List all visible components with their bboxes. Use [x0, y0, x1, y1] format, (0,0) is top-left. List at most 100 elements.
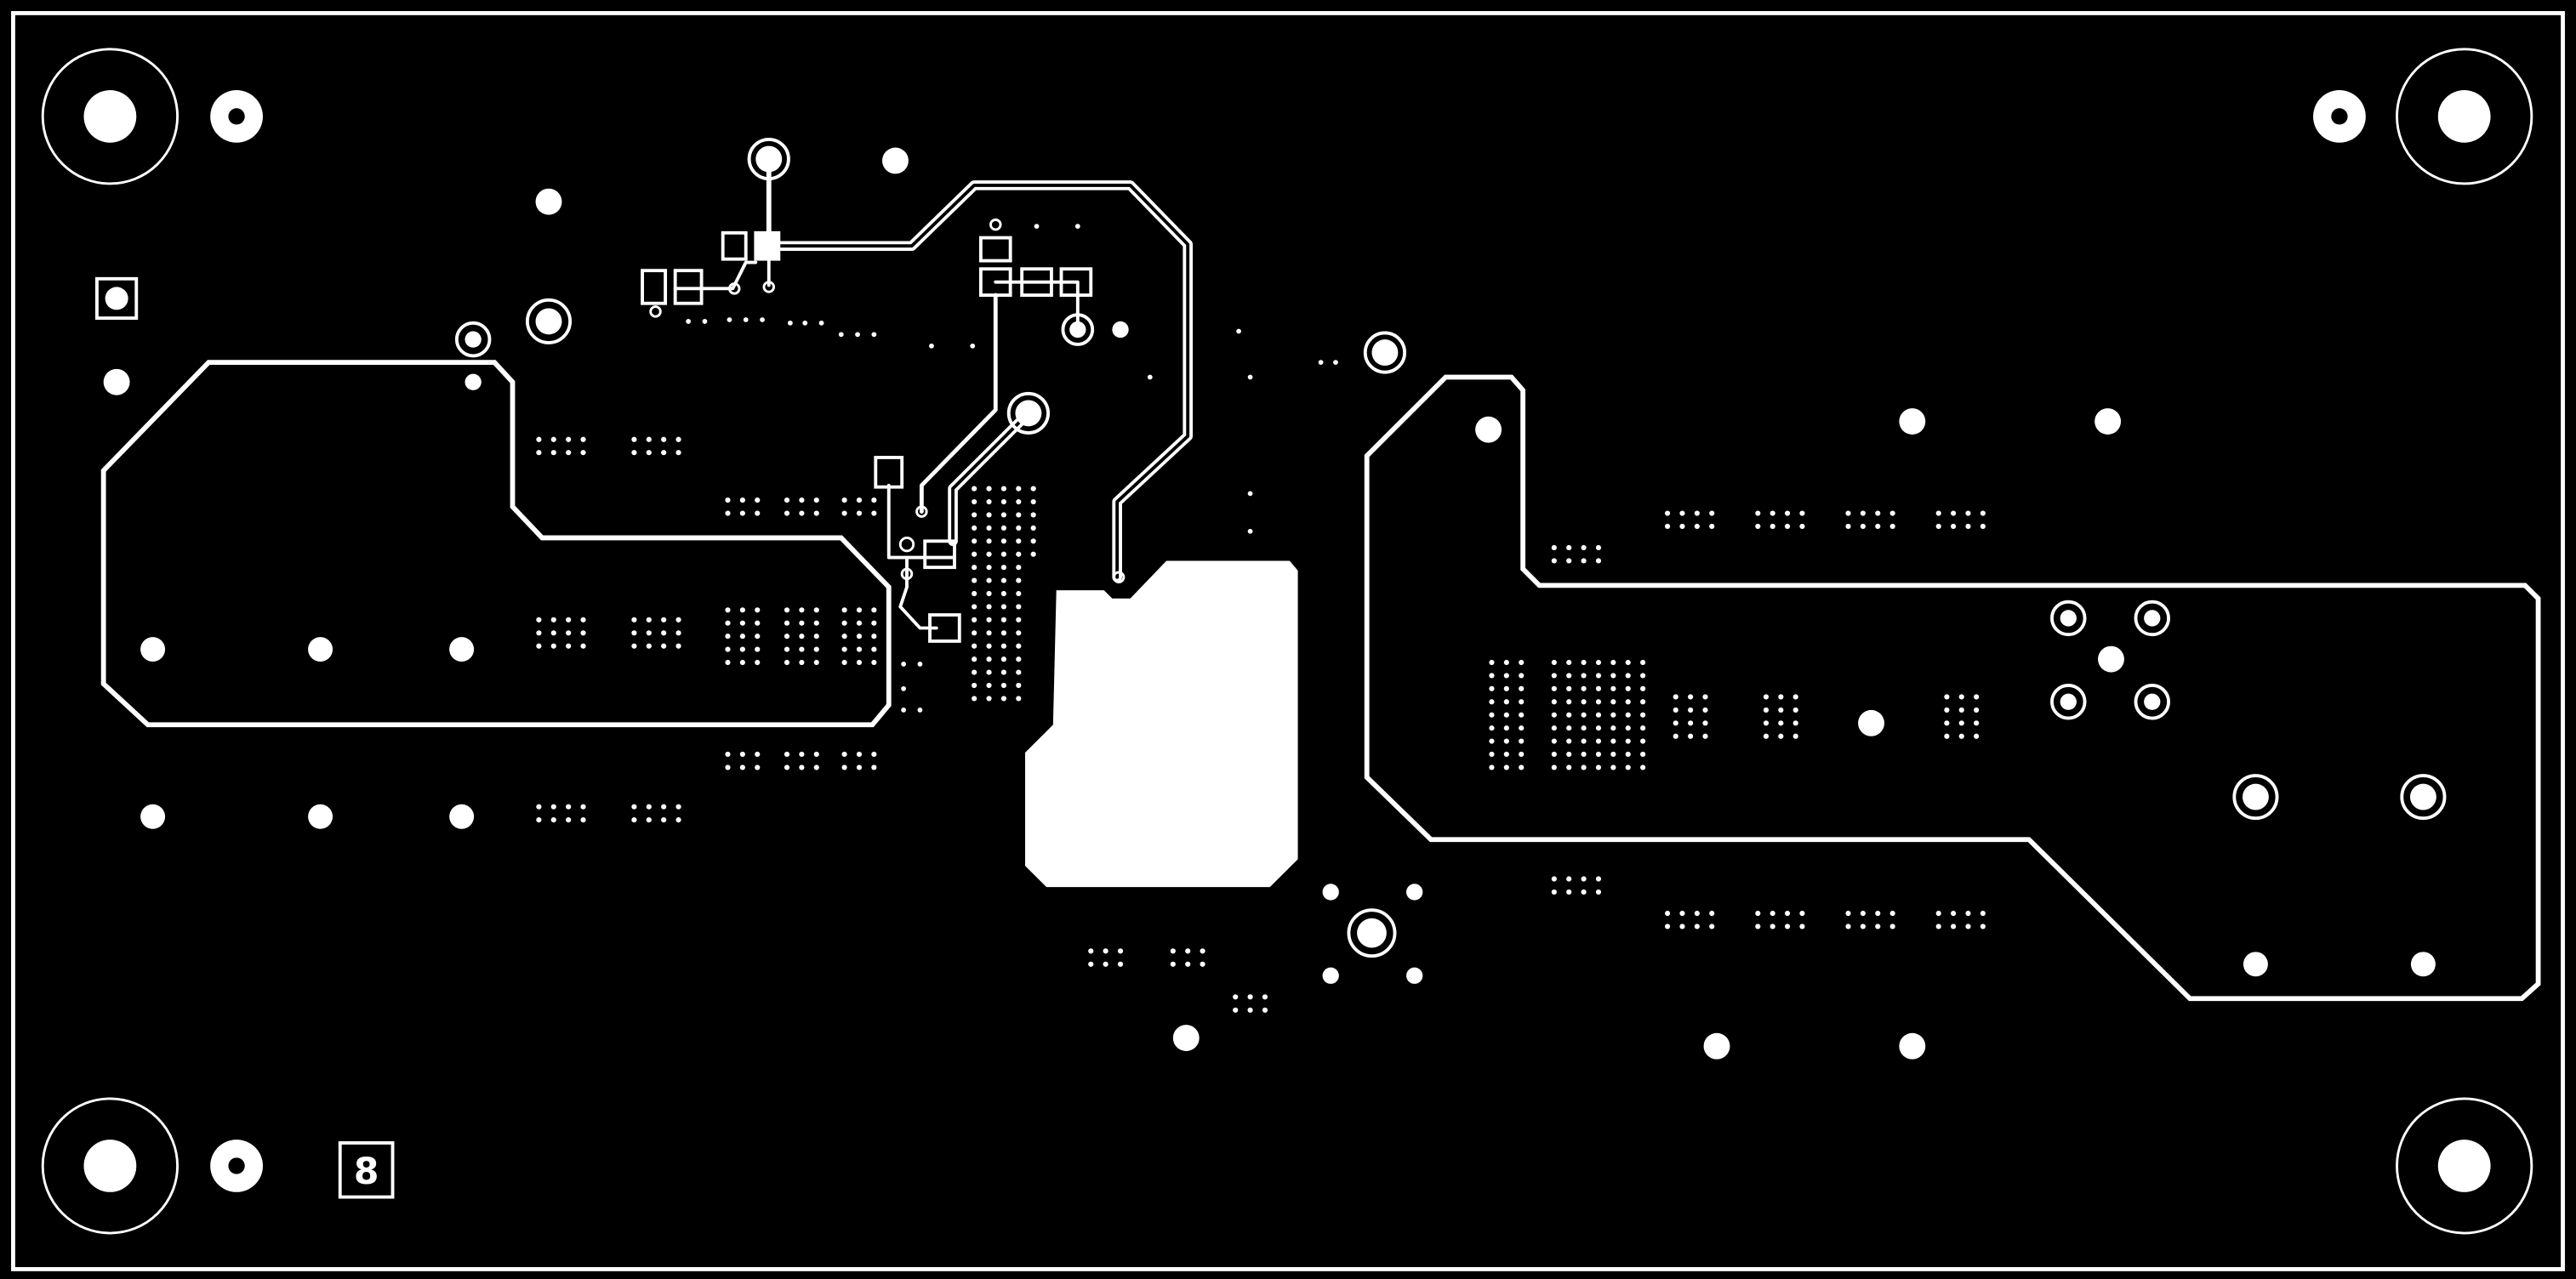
stitching-via [631, 630, 637, 636]
stitching-via [739, 510, 745, 516]
stitching-via [1016, 682, 1022, 689]
stitching-via [841, 765, 847, 770]
stitching-via [1117, 961, 1124, 967]
via [449, 804, 475, 829]
stitching-via [986, 643, 992, 649]
stitching-via [661, 630, 667, 636]
stitching-via [1799, 510, 1805, 516]
stitching-via [1784, 924, 1791, 929]
stitching-via [1489, 699, 1495, 705]
stitching-via [784, 497, 790, 503]
stitching-via [1702, 720, 1708, 726]
stitching-via [972, 630, 977, 636]
stitching-via [1595, 725, 1602, 731]
stitching-via [755, 497, 761, 503]
stitching-via [972, 486, 977, 492]
large-vias [103, 147, 2436, 1060]
stitching-via [1702, 694, 1708, 700]
stitching-via [1103, 961, 1108, 967]
pad [978, 267, 1012, 298]
stitching-via [580, 450, 586, 456]
stitching-via [1763, 694, 1770, 700]
stitching-via [536, 817, 542, 823]
stitching-via [1000, 512, 1007, 518]
stitching-via [739, 765, 745, 770]
stitching-via [1000, 565, 1007, 571]
stitching-via [1566, 725, 1572, 731]
stitching-via [1625, 659, 1631, 666]
stitching-via [1016, 630, 1022, 636]
stitching-via [799, 634, 805, 640]
stitching-via [1958, 733, 1964, 739]
via [2243, 952, 2268, 977]
stitching-via [1980, 924, 1986, 929]
stitching-via [1551, 876, 1557, 882]
stitching-via [1610, 738, 1616, 744]
stitching-via [1673, 707, 1678, 713]
stitching-via [1980, 510, 1986, 516]
trace-diagonal-2 [919, 293, 998, 514]
ring-via [1363, 331, 1407, 374]
stitching-via [1503, 673, 1509, 679]
stitching-via [1489, 685, 1495, 691]
stitching-via [1581, 751, 1587, 758]
stitching-via [1016, 669, 1022, 675]
stitching-via [1581, 673, 1587, 679]
stitching-via [1875, 510, 1881, 516]
via [1322, 967, 1339, 984]
stitching-via [755, 607, 761, 613]
stitching-via [1679, 910, 1685, 917]
ring-via [2050, 600, 2087, 637]
stitching-via [1170, 948, 1176, 954]
stitching-via [1595, 751, 1602, 758]
stitching-via [1664, 510, 1671, 516]
pad [923, 539, 956, 570]
mounting-hole-top-right [2396, 48, 2533, 185]
stitching-via [1581, 765, 1587, 770]
stitching-via [1965, 510, 1971, 516]
stitching-via [1262, 994, 1268, 1000]
stitching-via [1610, 673, 1616, 679]
stitching-via [725, 659, 731, 666]
stitching-via [986, 498, 992, 505]
stitching-via [1640, 685, 1646, 691]
via [1703, 1032, 1730, 1060]
stitching-via [1664, 924, 1671, 929]
stitching-via [1763, 707, 1770, 713]
ring-via [2134, 600, 2171, 637]
ring-via [525, 298, 573, 344]
stitching-via [661, 436, 667, 442]
stitching-via [1566, 738, 1572, 744]
stitching-via [675, 630, 681, 636]
via [464, 373, 482, 390]
stitching-via [1673, 733, 1678, 739]
stitching-via [1944, 707, 1950, 713]
stitching-via [566, 804, 572, 810]
stitching-via [550, 450, 556, 456]
stitching-via [813, 765, 819, 770]
stitching-via [986, 538, 992, 544]
stitching-via [1679, 510, 1685, 516]
stitching-via [566, 643, 572, 649]
stitching-via [871, 497, 877, 503]
stitching-via [1551, 685, 1557, 691]
stitching-via [1709, 510, 1715, 516]
stitching-via [1566, 659, 1572, 666]
mounting-holes [41, 48, 2533, 1235]
stitching-via [1566, 712, 1572, 718]
stitching-via [1709, 910, 1715, 917]
stitching-via [1088, 961, 1094, 967]
stitching-via [1610, 685, 1616, 691]
stitching-via [986, 630, 992, 636]
stitching-via [784, 634, 790, 640]
stitching-via [550, 436, 556, 442]
stitching-via [1688, 707, 1694, 713]
stitching-via [813, 497, 819, 503]
trace-main-inner [773, 183, 1190, 579]
stitching-via [536, 450, 542, 456]
stitching-via [755, 751, 761, 758]
stitching-via [986, 590, 992, 597]
stitching-via [661, 450, 667, 456]
stitching-via [1640, 738, 1646, 744]
